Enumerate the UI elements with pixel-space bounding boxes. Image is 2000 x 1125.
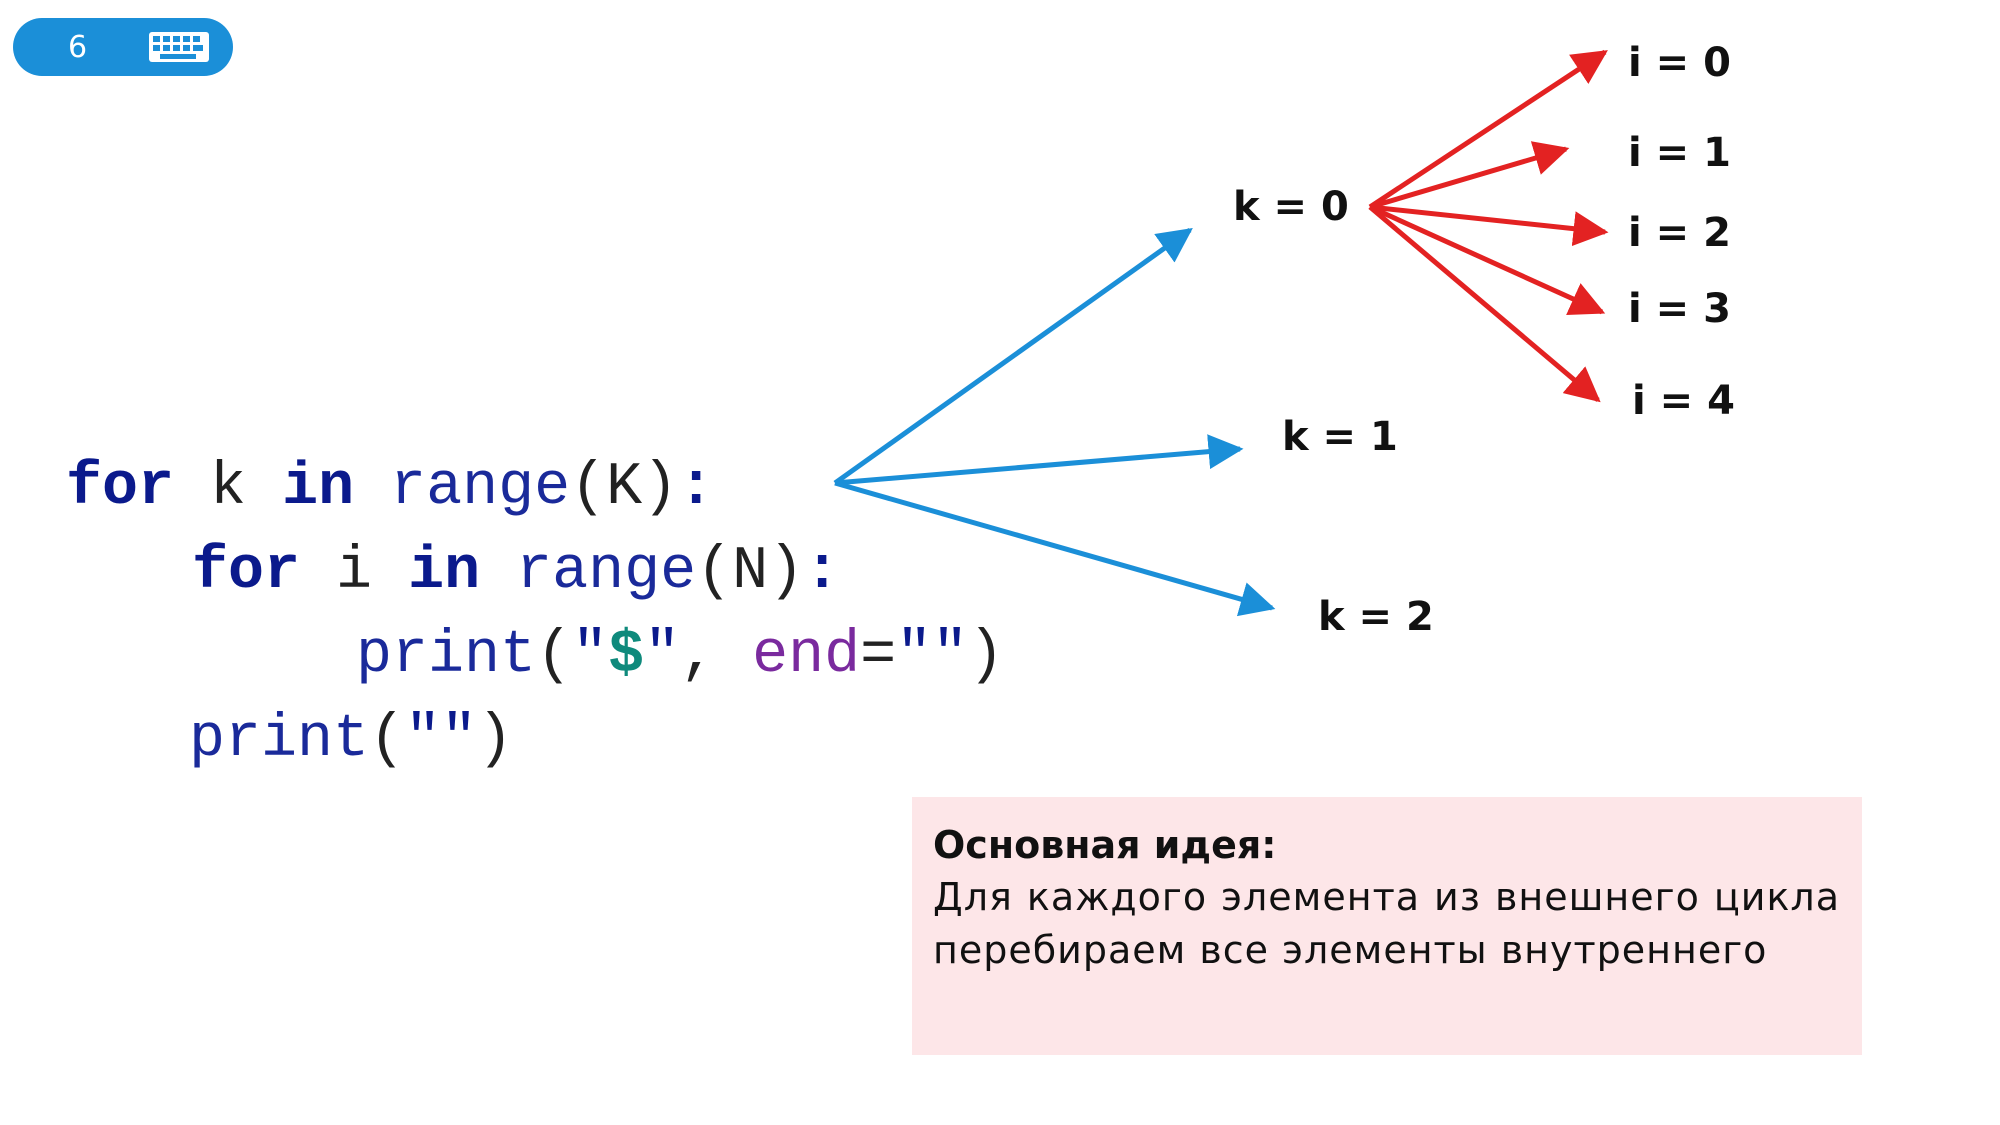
keyword-in: in — [282, 454, 355, 522]
main-idea-box: Основная идея: Для каждого элемента из в… — [912, 797, 1862, 1055]
label-i2: i = 2 — [1628, 210, 1731, 256]
slide-number: 6 — [68, 29, 88, 65]
label-k2: k = 2 — [1318, 594, 1434, 640]
label-i0: i = 0 — [1628, 40, 1731, 86]
dollar-string: $ — [608, 622, 645, 690]
arrow-to-i2 — [1369, 204, 1609, 247]
param-end: end — [752, 622, 861, 690]
code-line-outer-loop: for k in range(K): — [66, 446, 714, 530]
label-k0: k = 0 — [1233, 184, 1349, 230]
code-block: for k in range(K): for i in range(N): pr… — [0, 0, 1004, 774]
paren-close: ) — [968, 622, 1005, 690]
label-i3: i = 3 — [1628, 286, 1731, 332]
quote: " — [572, 622, 609, 690]
idea-text: Для каждого элемента из внешнего цикла п… — [933, 875, 1840, 972]
keyword-in: in — [408, 538, 481, 606]
function-print: print — [356, 622, 537, 690]
function-range: range — [480, 538, 697, 606]
paren-close: ) — [477, 706, 514, 774]
code-line-print-newline: print("") — [189, 698, 513, 782]
arrow-to-i4 — [1368, 205, 1601, 403]
arrow-to-i1 — [1369, 141, 1570, 210]
keyboard-icon — [148, 31, 210, 63]
empty-string: "" — [405, 706, 478, 774]
label-i4: i = 4 — [1632, 378, 1735, 424]
empty-string: "" — [896, 622, 969, 690]
arrow-to-k0 — [833, 227, 1193, 486]
arrow-to-i3 — [1368, 204, 1606, 315]
paren-open: ( — [369, 706, 406, 774]
label-k1: k = 1 — [1282, 414, 1398, 460]
keyword-for: for — [192, 538, 301, 606]
keyword-for: for — [66, 454, 175, 522]
function-print: print — [189, 706, 370, 774]
arrow-to-k1 — [834, 434, 1244, 486]
colon: : — [678, 454, 715, 522]
slide-number-badge: 6 — [13, 18, 233, 76]
code-line-inner-loop: for i in range(N): — [192, 530, 840, 614]
quote: " — [644, 622, 681, 690]
range-args: (N) — [696, 538, 805, 606]
comma: , — [680, 622, 753, 690]
loop-variable-k: k — [174, 454, 283, 522]
colon: : — [804, 538, 841, 606]
label-i1: i = 1 — [1628, 130, 1731, 176]
arrow-to-k2 — [834, 480, 1276, 617]
equals: = — [860, 622, 897, 690]
arrow-to-i0 — [1368, 49, 1608, 210]
range-args: (K) — [570, 454, 679, 522]
paren-open: ( — [536, 622, 573, 690]
idea-title: Основная идея: — [933, 823, 1277, 867]
code-line-print-dollar: print("$", end="") — [356, 614, 1004, 698]
function-range: range — [354, 454, 571, 522]
loop-variable-i: i — [300, 538, 409, 606]
